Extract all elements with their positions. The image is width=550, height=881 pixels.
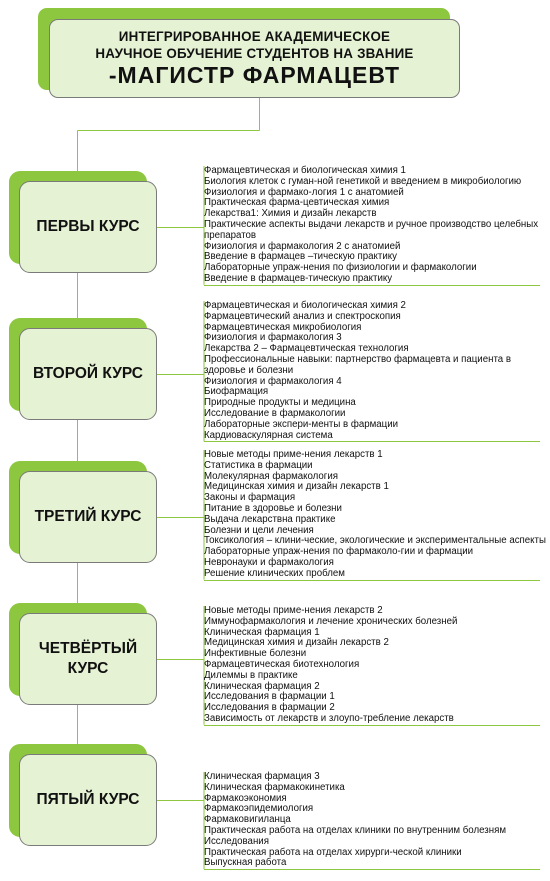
subject-item: Дилеммы в практике bbox=[204, 669, 298, 681]
subject-item: Практическая работа на отделах клиники п… bbox=[204, 824, 507, 836]
subject-item: Клиническая фармация 3 bbox=[204, 771, 320, 782]
year-box-front: ПЯТЫЙ КУРС bbox=[19, 754, 157, 846]
subject-item: Клиническая фармация 1 bbox=[204, 626, 320, 638]
subject-item: Новые методы приме-нения лекарств 1 bbox=[204, 449, 383, 460]
year-box-fifth: ПЯТЫЙ КУРС bbox=[9, 744, 157, 846]
subject-item: Лабораторные экспери-менты в фармации bbox=[204, 418, 399, 430]
subject-item: Исследования в фармации 1 bbox=[204, 691, 335, 703]
subject-item: Невронауки и фармакология bbox=[204, 556, 334, 568]
subject-item: Новые методы приме-нения лекарств 2 bbox=[204, 605, 383, 616]
subject-item: Лекарства1: Химия и дизайн лекарств bbox=[204, 208, 377, 220]
year-label: ВТОРОЙ КУРС bbox=[32, 365, 143, 382]
subject-item: Физиология и фармакология 2 с анатомией bbox=[204, 240, 401, 252]
subject-item: Физиология и фармакология 3 bbox=[204, 332, 342, 344]
subject-item: Выдача лекарствна практике bbox=[204, 513, 336, 525]
title-box: ИНТЕГРИРОВАННОЕ АКАДЕМИЧЕСКОЕ НАУЧНОЕ ОБ… bbox=[38, 8, 462, 98]
subject-item: Фармаковигиланца bbox=[204, 814, 291, 826]
subjects-list-second: Фармацевтическая и биологическая химия 2… bbox=[204, 300, 548, 441]
subject-item: Физиология и фармакология 4 bbox=[204, 375, 342, 387]
title-box-front: ИНТЕГРИРОВАННОЕ АКАДЕМИЧЕСКОЕ НАУЧНОЕ ОБ… bbox=[49, 19, 460, 98]
subject-item: Медицинская химия и дизайн лекарств 1 bbox=[204, 481, 389, 493]
subject-item: Фармацевтическая биотехнология bbox=[204, 658, 360, 670]
subject-item: Фармацевтическая микробиология bbox=[204, 321, 362, 333]
year-box-front: ЧЕТВЁРТЫЙ КУРС bbox=[19, 613, 157, 705]
subject-item: Профессиональные навыки: партнерство фар… bbox=[204, 353, 512, 376]
subjects-list-first: Фармацевтическая и биологическая химия 1… bbox=[204, 165, 548, 285]
year-box-front: ТРЕТИЙ КУРС bbox=[19, 471, 157, 563]
subject-item: Иммунофармакология и лечение хронических… bbox=[204, 615, 458, 627]
year-box-second: ВТОРОЙ КУРС bbox=[9, 318, 157, 420]
subject-item: Токсикология – клини-ческие, экологическ… bbox=[204, 535, 546, 547]
subject-item: Лекарства 2 – Фармацевтическая технологи… bbox=[204, 343, 409, 355]
subject-item: Законы и фармация bbox=[204, 492, 296, 504]
subject-item: Биофармация bbox=[204, 386, 269, 398]
year-box-front: ПЕРВЫ КУРС bbox=[19, 181, 157, 273]
subject-item: Молекулярная фармакология bbox=[204, 470, 338, 482]
subject-item: Фармацевтический анализ и спектроскопия bbox=[204, 310, 401, 322]
subject-item: Инфективные болезни bbox=[204, 648, 307, 660]
subject-item: Фармакоэпидемиология bbox=[204, 803, 314, 815]
subject-item: Болезни и цели лечения bbox=[204, 524, 314, 536]
year-box-first: ПЕРВЫ КУРС bbox=[9, 171, 157, 273]
subject-item: Статистика в фармации bbox=[204, 459, 313, 471]
year-label: ПЕРВЫ КУРС bbox=[36, 218, 140, 235]
subject-item: Медицинская химия и дизайн лекарств 2 bbox=[204, 637, 389, 649]
subject-item: Лабораторные упраж-нения по фармаколо-ги… bbox=[204, 546, 474, 558]
title-line-2: НАУЧНОЕ ОБУЧЕНИЕ СТУДЕНТОВ НА ЗВАНИЕ bbox=[95, 46, 414, 61]
year-label: ТРЕТИЙ КУРС bbox=[34, 508, 142, 525]
year-box-fourth: ЧЕТВЁРТЫЙ КУРС bbox=[9, 603, 157, 705]
subject-item: Введение в фармацев –тическую практику bbox=[204, 251, 397, 263]
subject-item: Физиология и фармако-логия 1 с анатомией bbox=[204, 186, 404, 198]
year-box-front: ВТОРОЙ КУРС bbox=[19, 328, 157, 420]
subject-item: Решение клинических проблем bbox=[204, 567, 345, 579]
subject-item: Лабораторные упраж-нения по физиологии и… bbox=[204, 262, 477, 274]
subject-item: Питание в здоровье и болезни bbox=[204, 502, 342, 514]
year-label: ПЯТЫЙ КУРС bbox=[36, 791, 140, 808]
subject-item: Выпускная работа bbox=[204, 857, 287, 869]
subject-item: Биология клеток с гуман-ной генетикой и … bbox=[204, 175, 522, 187]
subject-item: Фармацевтическая и биологическая химия 1 bbox=[204, 165, 406, 176]
subject-item: Введение в фармацев-тическую практику bbox=[204, 272, 393, 284]
subject-item: Фармакоэкономия bbox=[204, 792, 287, 804]
subject-item: Зависимость от лекарств и злоупо-треблен… bbox=[204, 712, 454, 724]
subject-item: Клиническая фармакокинетика bbox=[204, 781, 345, 793]
year-box-third: ТРЕТИЙ КУРС bbox=[9, 461, 157, 563]
year-label: ЧЕТВЁРТЫЙ КУРС bbox=[38, 640, 138, 677]
subject-item: Исследования в фармации 2 bbox=[204, 702, 335, 714]
title-line-1: ИНТЕГРИРОВАННОЕ АКАДЕМИЧЕСКОЕ bbox=[118, 29, 391, 44]
subject-item: Природные продукты и медицина bbox=[204, 397, 356, 409]
subject-item: Практическая работа на отделах хирурги-ч… bbox=[204, 846, 462, 858]
subject-item: Исследование в фармакологии bbox=[204, 407, 346, 419]
subject-item: Практическая фарма-цевтическая химия bbox=[204, 197, 390, 209]
subject-item: Практические аспекты выдачи лекарств и р… bbox=[204, 218, 539, 241]
subject-item: Исследования bbox=[204, 835, 269, 847]
subject-item: Клиническая фармация 2 bbox=[204, 680, 320, 692]
subject-item: Фармацевтическая и биологическая химия 2 bbox=[204, 300, 406, 311]
title-line-3: -МАГИСТР ФАРМАЦЕВТ bbox=[108, 62, 401, 88]
subject-item: Кардиоваскулярная система bbox=[204, 429, 333, 441]
